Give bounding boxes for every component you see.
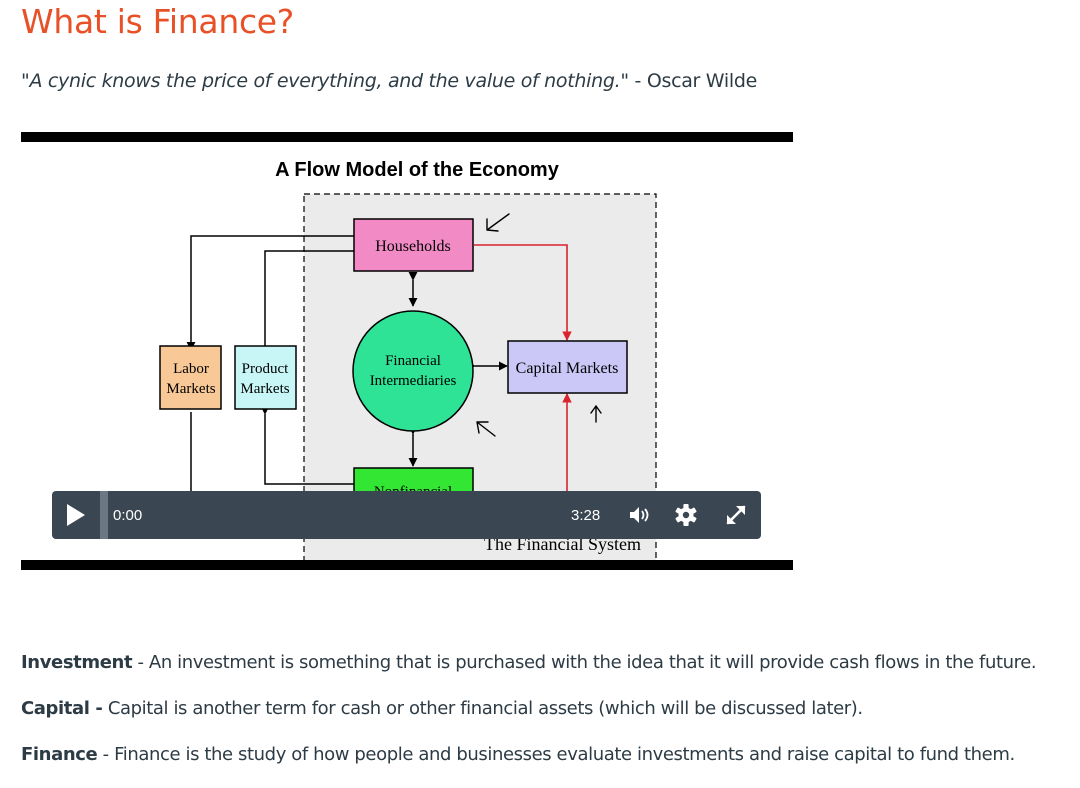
labor-markets-box	[159, 345, 222, 410]
handwritten-arrow	[486, 213, 510, 232]
definitions-list: Investment - An investment is something …	[21, 650, 1071, 788]
page-title: What is Finance?	[21, 2, 295, 41]
definition-text: An investment is something that is purch…	[148, 652, 1037, 673]
definition-text: Finance is the study of how people and b…	[114, 744, 1015, 765]
product-markets-box	[234, 345, 297, 410]
quote-text: "A cynic knows the price of everything, …	[21, 70, 629, 92]
definition-term: Capital -	[21, 698, 103, 719]
video-control-bar: 0:00 3:28	[52, 491, 761, 539]
progress-bar[interactable]	[100, 491, 660, 539]
intermediaries-label-line2: Intermediaries	[370, 373, 457, 389]
quote: "A cynic knows the price of everything, …	[21, 70, 757, 92]
video-letterbox-bottom	[21, 560, 793, 570]
gear-icon	[675, 504, 697, 526]
progress-scrubber[interactable]	[100, 491, 108, 539]
definition-separator: -	[97, 744, 115, 765]
financial-intermediaries-circle	[352, 310, 474, 432]
definition-term: Investment	[21, 652, 133, 673]
play-icon	[67, 504, 85, 526]
settings-button[interactable]	[672, 501, 700, 529]
definition-capital: Capital - Capital is another term for ca…	[21, 696, 1071, 742]
flow-line	[186, 235, 354, 351]
labor-markets-label-line2: Markets	[166, 381, 215, 397]
households-label: Households	[375, 238, 451, 255]
diagram-title: A Flow Model of the Economy	[275, 159, 560, 181]
fullscreen-button[interactable]	[722, 501, 750, 529]
play-button[interactable]	[64, 503, 90, 529]
red-flow-line	[474, 244, 572, 341]
definition-text: Capital is another term for cash or othe…	[107, 698, 863, 719]
video-letterbox-top	[21, 132, 793, 142]
product-markets-label-line1: Product	[242, 361, 289, 377]
intermediaries-label-line1: Financial	[385, 353, 441, 369]
fullscreen-icon	[726, 505, 746, 525]
volume-button[interactable]	[625, 501, 653, 529]
capital-markets-label: Capital Markets	[516, 360, 619, 377]
flow-line	[260, 405, 354, 485]
duration: 3:28	[571, 507, 601, 524]
handwritten-arrow	[476, 421, 496, 437]
definition-separator: -	[132, 652, 149, 673]
definition-finance: Finance - Finance is the study of how pe…	[21, 742, 1071, 788]
volume-icon	[630, 507, 649, 523]
labor-markets-label-line1: Labor	[173, 361, 209, 377]
flow-line	[264, 250, 354, 350]
current-time: 0:00	[113, 507, 143, 524]
financial-system-label: The Financial System	[484, 534, 641, 554]
households-box	[353, 218, 474, 272]
capital-markets-box	[507, 340, 628, 394]
definition-term: Finance	[21, 744, 98, 765]
product-markets-label-line2: Markets	[240, 381, 289, 397]
quote-author: - Oscar Wilde	[628, 70, 758, 92]
definition-investment: Investment - An investment is something …	[21, 650, 1071, 696]
handwritten-arrow	[590, 405, 602, 423]
